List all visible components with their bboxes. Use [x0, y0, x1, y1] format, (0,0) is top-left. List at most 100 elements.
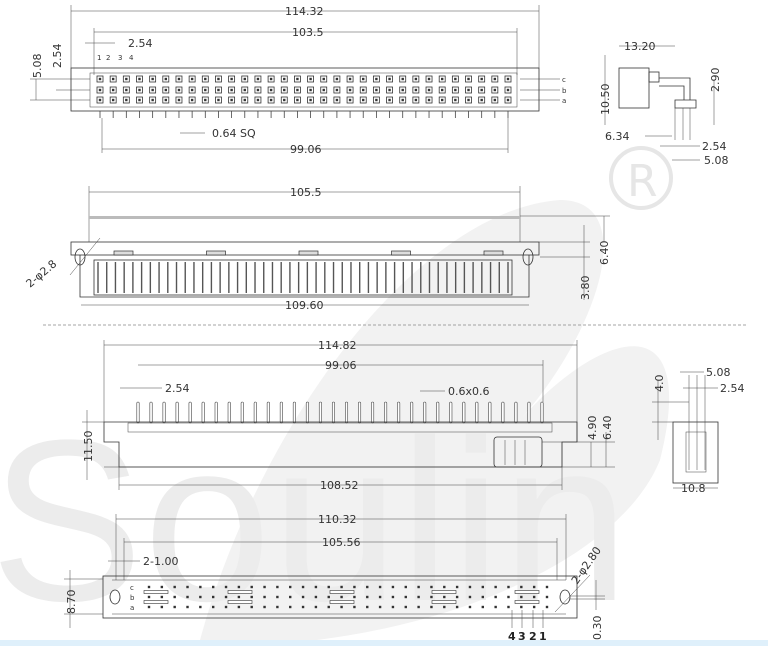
- contact-pin: [427, 98, 431, 102]
- pin-hole: [520, 605, 523, 609]
- pin-hole: [250, 585, 253, 589]
- pin-hole: [417, 605, 420, 609]
- pin-hole: [468, 595, 472, 599]
- contact-pin: [204, 98, 207, 102]
- pin: [371, 401, 375, 424]
- contact-pin: [388, 88, 391, 92]
- pin-hole: [289, 605, 292, 609]
- dim-row-span: 5.08: [31, 54, 44, 79]
- contact-pin: [98, 77, 102, 81]
- row-label: a: [130, 604, 134, 612]
- mounting-hole: [74, 248, 86, 266]
- contact-pin: [111, 88, 115, 92]
- pin: [175, 401, 179, 424]
- key-slot: [143, 590, 169, 594]
- dim-row-pitch: 2.54: [51, 44, 64, 69]
- key-slot: [227, 590, 253, 594]
- pin-hole: [224, 595, 228, 599]
- pin-hole: [173, 605, 176, 609]
- contact-pin: [414, 88, 418, 92]
- contact-pin: [335, 98, 339, 102]
- pin-hole: [545, 605, 549, 609]
- pin-hole: [494, 595, 497, 599]
- key-slot: [514, 590, 540, 594]
- mounting-hole: [109, 589, 121, 605]
- pin: [253, 401, 257, 424]
- pin-hole: [378, 605, 382, 609]
- pin-hole: [263, 595, 266, 599]
- pin-hole: [391, 605, 395, 609]
- pin-hole: [173, 595, 176, 599]
- pin-hole: [520, 595, 523, 599]
- pin-hole: [147, 585, 151, 589]
- contact-pin: [493, 98, 497, 102]
- contact-pin: [269, 88, 273, 92]
- pin: [345, 401, 349, 424]
- pin: [358, 401, 362, 424]
- dim-pin-offset: 6.34: [605, 130, 630, 143]
- pin: [188, 401, 192, 424]
- pin-number: 4: [508, 630, 516, 643]
- pin-hole: [301, 595, 305, 599]
- pin-hole: [327, 595, 330, 599]
- pin-hole: [353, 585, 356, 589]
- contact-pin: [414, 98, 418, 102]
- dim-pin-size: 0.6x0.6: [448, 385, 490, 398]
- pin-hole: [481, 595, 485, 599]
- pin-hole: [481, 605, 485, 609]
- contact-pin: [230, 88, 233, 92]
- pin-hole: [404, 605, 407, 609]
- dim-pin-size: 0.64 SQ: [212, 127, 256, 140]
- pin-hole: [199, 585, 202, 589]
- latch-slot: [483, 250, 504, 256]
- pin-hole: [366, 585, 369, 589]
- contact-pin: [322, 77, 325, 81]
- contact-pin: [454, 77, 457, 81]
- pin-hole: [378, 585, 382, 589]
- contact-pin: [243, 77, 246, 81]
- pin: [488, 401, 492, 424]
- pin-number: 1: [97, 54, 101, 62]
- contact-pin: [217, 98, 220, 102]
- contact-pin: [335, 77, 339, 81]
- pin: [201, 401, 205, 424]
- pin: [514, 401, 518, 424]
- pin-hole: [417, 585, 420, 589]
- pin-hole: [545, 595, 549, 599]
- dim-pin-span: 99.06: [290, 143, 322, 156]
- pin-hole: [250, 595, 253, 599]
- contact-pin: [98, 98, 102, 102]
- pin-hole: [417, 595, 420, 599]
- pin-hole: [353, 595, 356, 599]
- pin-hole: [468, 585, 472, 589]
- pin-hole: [430, 595, 433, 599]
- contact-pin: [151, 77, 154, 81]
- pin-hole: [366, 605, 369, 609]
- pin-hole: [455, 595, 459, 599]
- pin-hole: [455, 605, 459, 609]
- contact-pin: [454, 88, 457, 92]
- contact-pin: [151, 88, 154, 92]
- contact-pin: [427, 77, 431, 81]
- pin-hole: [532, 595, 536, 599]
- pin: [227, 401, 231, 424]
- contact-pin: [243, 98, 246, 102]
- pin-hole: [391, 595, 395, 599]
- mounting-hole: [522, 248, 534, 266]
- contact-pin: [111, 98, 115, 102]
- row-label: c: [130, 584, 134, 592]
- contact-pin: [388, 98, 391, 102]
- latch-slot: [113, 250, 134, 256]
- latch-slot: [298, 250, 319, 256]
- dim-overall: 110.32: [318, 513, 357, 526]
- pin: [331, 401, 335, 424]
- contact-pin: [283, 77, 286, 81]
- front-view: 105.5 2-φ2.8 6.40 3.80 109.60: [24, 186, 611, 312]
- contact-pin: [401, 77, 404, 81]
- dim-h1: 4.90: [586, 416, 599, 441]
- contact-pin: [164, 88, 168, 92]
- pin-hole: [173, 585, 176, 589]
- contact-pin: [440, 88, 444, 92]
- pin: [162, 401, 166, 424]
